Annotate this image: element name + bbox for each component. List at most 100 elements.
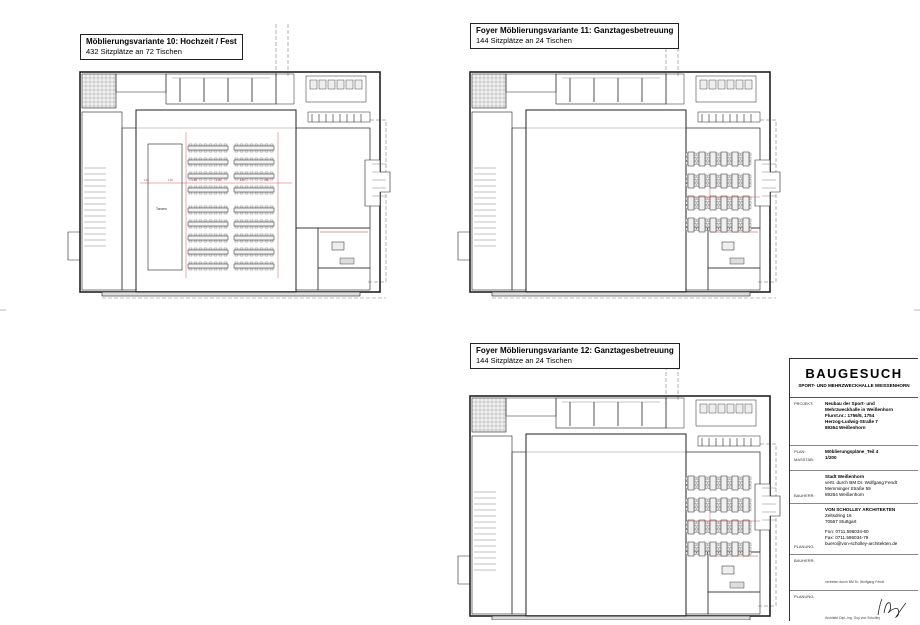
chair — [249, 240, 254, 243]
room-corridor — [665, 73, 685, 105]
chair — [707, 196, 710, 201]
chair — [738, 551, 741, 555]
chair — [685, 183, 688, 187]
foyer-table — [709, 217, 717, 233]
chair — [218, 171, 223, 174]
kitchen-island — [721, 565, 735, 575]
chair — [696, 520, 699, 525]
chair — [269, 233, 274, 236]
chair — [705, 481, 708, 485]
chair — [188, 261, 193, 264]
chair — [264, 171, 269, 174]
dimension-label: 1.50 — [264, 179, 269, 182]
chair — [740, 507, 743, 511]
chair — [740, 547, 743, 551]
foyer-table — [720, 519, 728, 535]
chair — [239, 247, 244, 250]
chair — [249, 143, 254, 146]
chair — [727, 205, 730, 209]
chair — [718, 183, 721, 187]
site-outline — [368, 119, 387, 283]
chair — [198, 261, 203, 264]
dimension-label: 1.95 — [144, 179, 149, 182]
foyer-table — [687, 497, 695, 513]
chair — [269, 219, 274, 222]
foyer-table — [709, 497, 717, 513]
chair — [203, 178, 208, 181]
chair — [249, 150, 254, 153]
chair — [718, 161, 721, 165]
chair — [264, 219, 269, 222]
chair — [223, 164, 228, 167]
chair — [223, 254, 228, 257]
main-hall — [525, 109, 687, 293]
chair — [264, 157, 269, 160]
chair — [707, 183, 710, 187]
chair — [685, 520, 688, 525]
handwritten-signature — [877, 598, 907, 619]
chair — [198, 219, 203, 222]
chair — [213, 171, 218, 174]
chair — [223, 233, 228, 236]
chair — [705, 196, 708, 201]
chair — [203, 240, 208, 243]
room-entry — [685, 227, 709, 291]
chair — [203, 261, 208, 264]
chair — [203, 192, 208, 195]
chair — [188, 219, 193, 222]
chair — [696, 503, 699, 507]
chair — [208, 247, 213, 250]
chair — [239, 205, 244, 208]
chair — [203, 233, 208, 236]
chair — [729, 507, 732, 511]
banquet-table — [187, 159, 229, 165]
chair — [264, 233, 269, 236]
foyer-table — [731, 519, 739, 535]
chair — [234, 261, 239, 264]
banquet-table — [233, 263, 275, 269]
chair — [213, 150, 218, 153]
foyer-table — [731, 497, 739, 513]
chair — [264, 268, 269, 271]
chair — [218, 240, 223, 243]
chair — [203, 268, 208, 271]
chair — [188, 226, 193, 229]
chair — [234, 157, 239, 160]
chair — [249, 185, 254, 188]
chair — [729, 179, 732, 183]
chair — [749, 205, 752, 209]
chair — [249, 164, 254, 167]
foyer-table — [731, 217, 739, 233]
chair — [198, 178, 203, 181]
chair — [244, 171, 249, 174]
chair — [249, 205, 254, 208]
chair — [239, 268, 244, 271]
chair — [259, 219, 264, 222]
chair — [718, 529, 721, 533]
chair — [740, 179, 743, 183]
chair — [198, 268, 203, 271]
chair — [705, 520, 708, 525]
chair — [188, 233, 193, 236]
chair — [727, 161, 730, 165]
chair — [694, 218, 697, 223]
chair — [203, 150, 208, 153]
chair — [729, 201, 732, 205]
chair — [705, 223, 708, 227]
chair — [718, 542, 721, 547]
plan-subtitle: 432 Sitzplätze an 72 Tischen — [86, 47, 182, 56]
chair — [193, 261, 198, 264]
chair — [218, 261, 223, 264]
room-stage — [555, 73, 667, 105]
chair — [193, 143, 198, 146]
chair — [705, 485, 708, 489]
chair — [727, 542, 730, 547]
chair — [254, 247, 259, 250]
chair — [696, 157, 699, 161]
chair — [259, 143, 264, 146]
chair — [718, 481, 721, 485]
chair — [198, 212, 203, 215]
chair — [685, 529, 688, 533]
wc-stall — [708, 79, 717, 90]
left-service-strip — [81, 111, 123, 291]
